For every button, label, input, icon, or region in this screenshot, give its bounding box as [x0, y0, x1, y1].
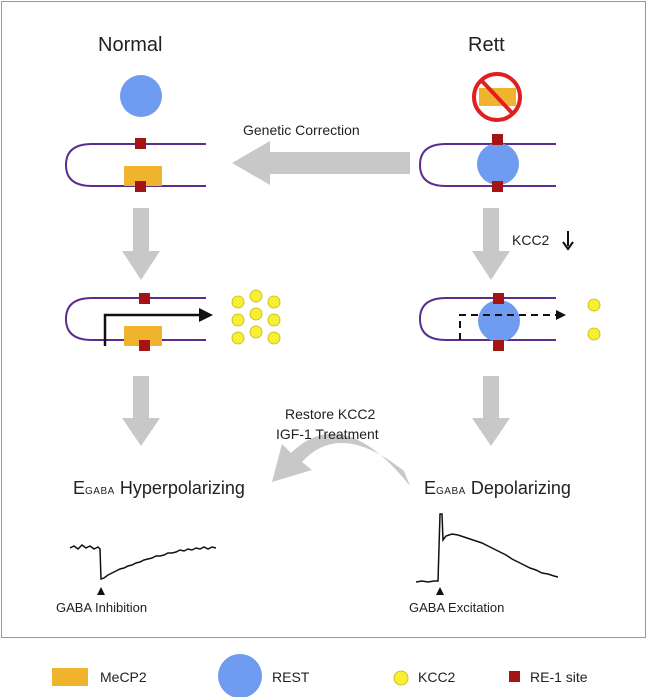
legend-mecp2-swatch: [52, 668, 88, 686]
re1-site-rett-mid-upper: [493, 293, 504, 304]
igf1-treatment-label: IGF-1 Treatment: [276, 426, 379, 442]
down-arrow-left-1: [122, 208, 160, 280]
legend-kcc2-label: KCC2: [418, 669, 456, 685]
gaba-inhibition-trace: [69, 544, 217, 581]
legend-re1-label: RE-1 site: [530, 669, 588, 685]
kcc2-down-arrow-icon: [562, 231, 574, 251]
legend-mecp2-label: MeCP2: [100, 669, 147, 685]
dna-loop-rett-mid: [418, 297, 556, 341]
genetic-correction-label: Genetic Correction: [243, 122, 360, 138]
figure-frame: [1, 1, 646, 638]
transcription-arrow-active: [103, 308, 213, 346]
re1-site-normal-mid-upper: [139, 293, 150, 304]
dna-loop-normal-top: [64, 143, 206, 187]
excitation-stim-marker-icon: [436, 587, 444, 595]
restore-kcc2-curved-arrow: [272, 433, 410, 486]
down-arrow-right-2: [472, 376, 510, 446]
legend-rest-label: REST: [272, 669, 310, 685]
dna-loop-normal-mid: [64, 297, 206, 341]
legend-re1-swatch: [509, 671, 520, 682]
re1-site-normal-mid-lower: [139, 340, 150, 351]
rest-circle-rett-mid: [478, 300, 520, 342]
dna-loop-rett-top: [418, 143, 556, 187]
re1-site-normal-top-lower: [135, 181, 146, 192]
rest-circle-rett-top: [477, 143, 519, 185]
restore-kcc2-label: Restore KCC2: [285, 406, 376, 422]
rest-circle-normal-top: [120, 75, 162, 117]
gaba-inhibition-caption: GABA Inhibition: [56, 600, 148, 615]
transcription-arrow-reduced: [459, 310, 566, 340]
re1-site-rett-mid-lower: [493, 340, 504, 351]
inhibition-stim-marker-icon: [97, 587, 105, 595]
re1-site-normal-top-upper: [135, 138, 146, 149]
gaba-excitation-caption: GABA Excitation: [409, 600, 505, 615]
rett-title: Rett: [468, 34, 505, 56]
kcc2-down-label: KCC2: [512, 232, 550, 248]
legend-rest-swatch: [218, 654, 262, 697]
down-arrow-right-1: [472, 208, 510, 280]
kcc2-dots-rett: [587, 298, 601, 341]
egaba-depolarizing-label: EGABA Depolarizing: [424, 478, 571, 498]
mecp2-box-normal-mid: [124, 326, 162, 346]
kcc2-dots-normal: [231, 289, 281, 345]
re1-site-rett-top-upper: [492, 134, 503, 145]
egaba-hyperpolarizing-label: EGABA Hyperpolarizing: [73, 478, 245, 498]
mecp2-box-normal-top: [124, 166, 162, 186]
down-arrow-left-2: [122, 376, 160, 446]
no-mecp2-icon: [472, 72, 522, 122]
legend-kcc2-swatch: [393, 670, 409, 686]
gaba-excitation-trace: [415, 513, 559, 583]
normal-title: Normal: [98, 34, 163, 56]
genetic-correction-arrow: [232, 141, 410, 185]
re1-site-rett-top-lower: [492, 181, 503, 192]
